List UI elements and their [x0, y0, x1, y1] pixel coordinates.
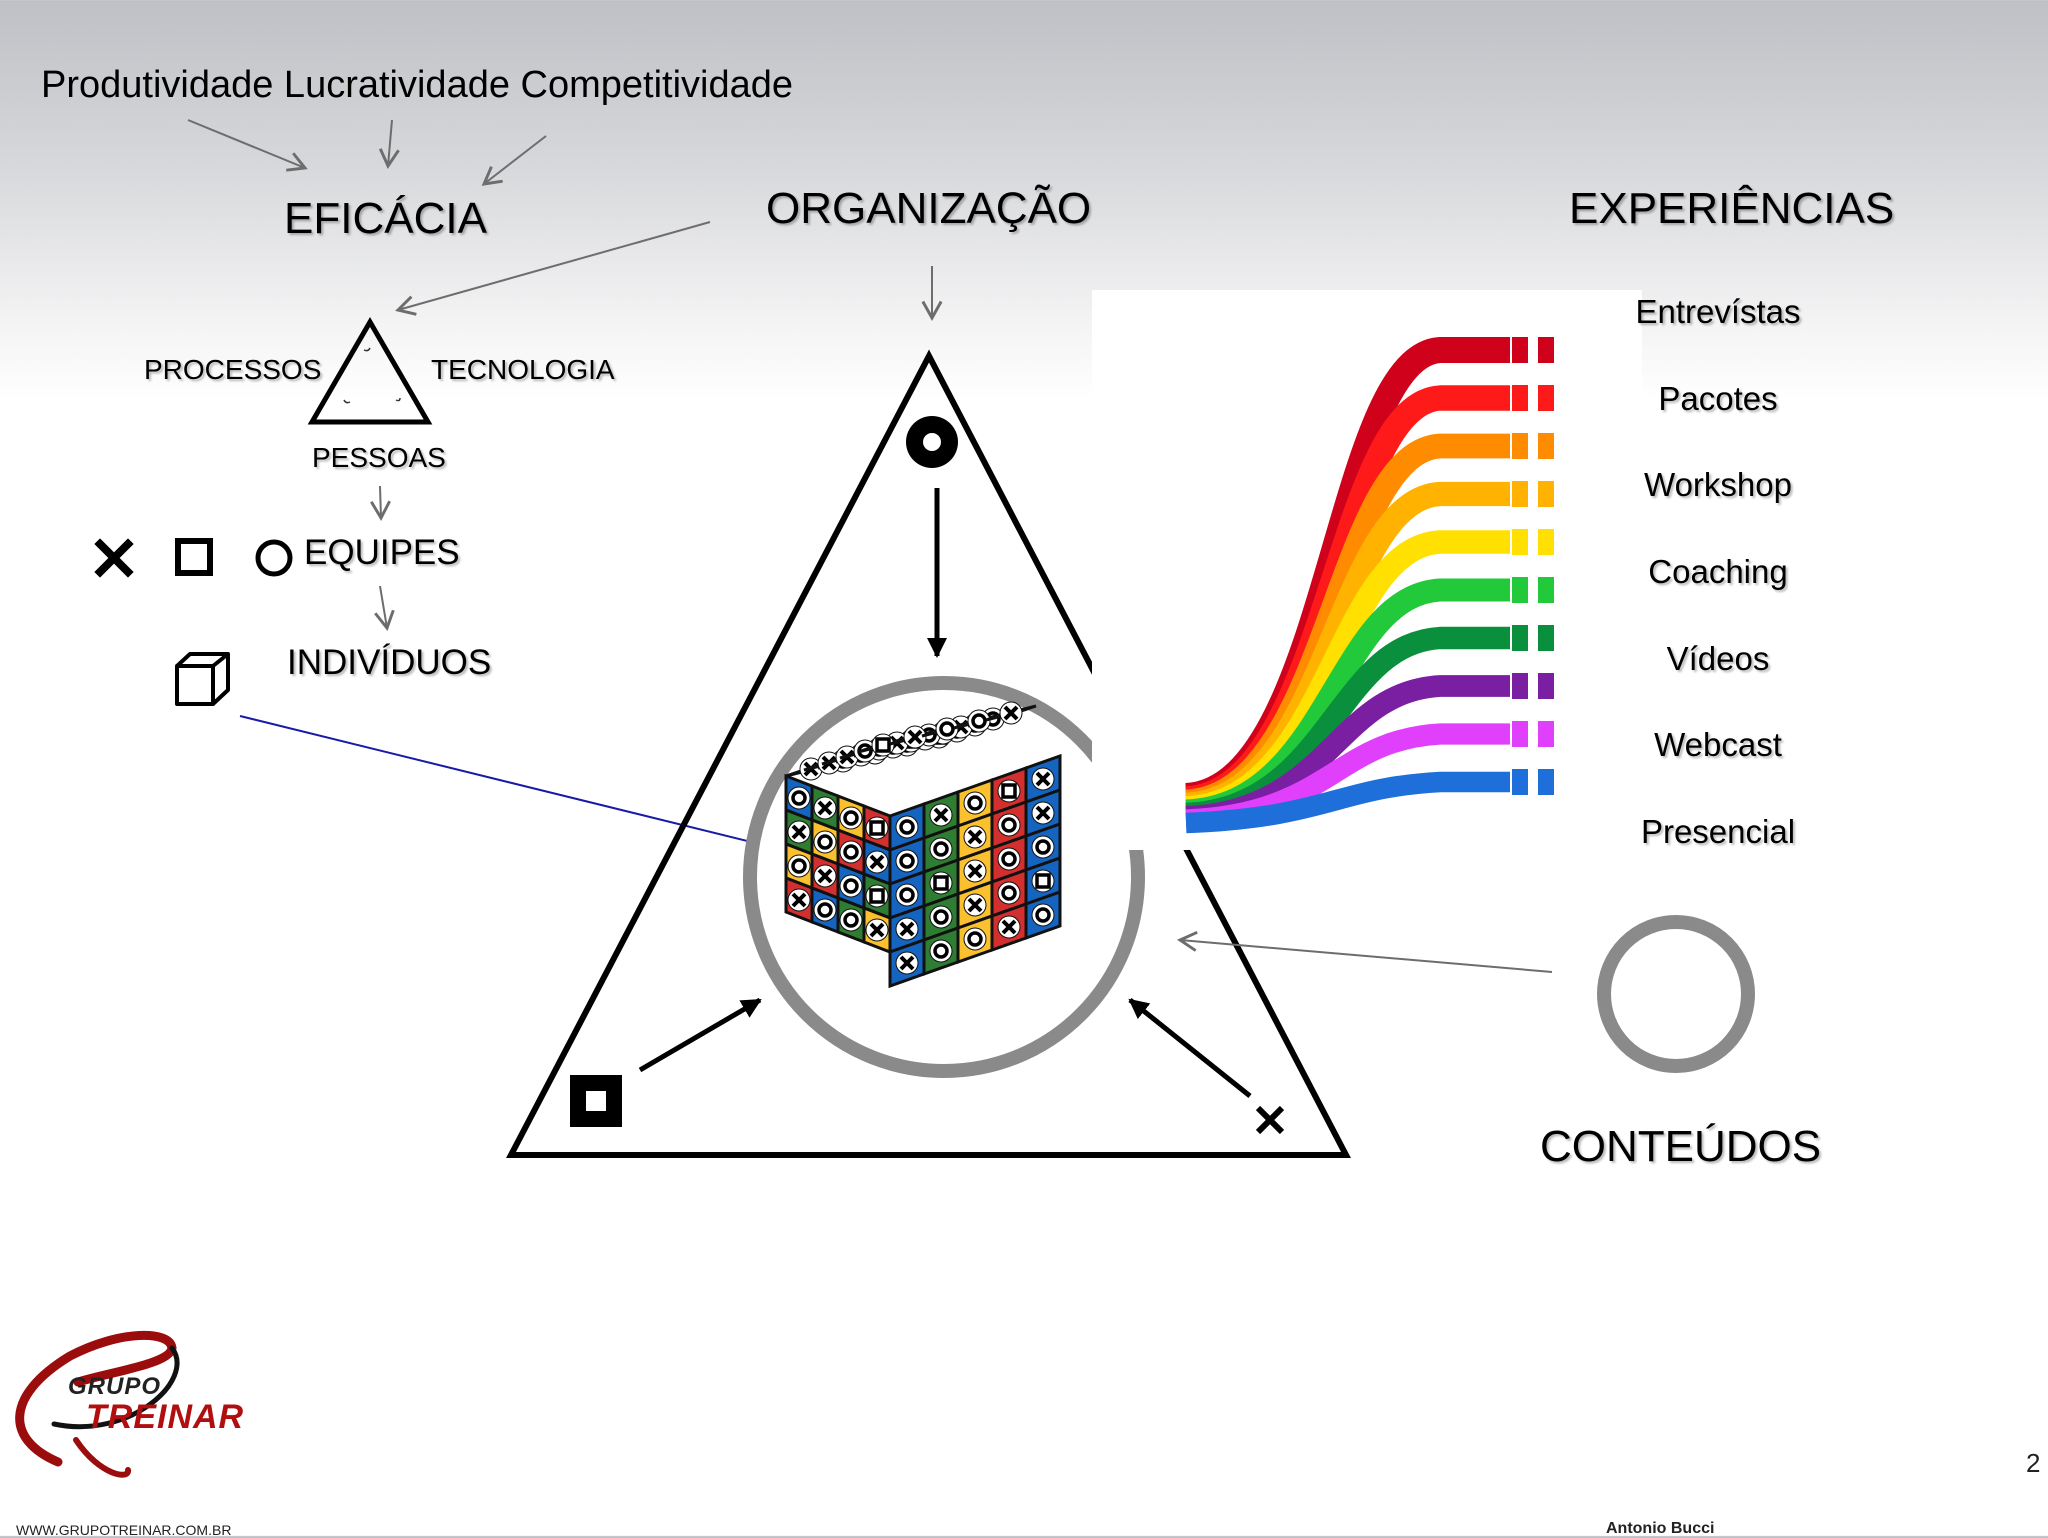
rainbow-block-a-1	[1512, 337, 1528, 363]
arrow-competitividade	[481, 135, 547, 186]
triangle-top-circle-icon	[906, 416, 958, 468]
triangle-bottom-left-square-icon	[570, 1075, 622, 1127]
rainbow-block-b-10	[1538, 769, 1554, 795]
cube-left-tile-1-3	[862, 837, 892, 887]
website-footer: WWW.GRUPOTREINAR.COM.BR	[16, 1522, 232, 1538]
rainbow-block-a-9	[1512, 721, 1528, 747]
cube-left-tile-2-3	[862, 871, 892, 921]
rainbow-block-b-6	[1538, 577, 1554, 603]
logo-treinar-text: TREINAR	[86, 1398, 245, 1436]
cube-right-tile-4-1	[922, 925, 960, 977]
experience-workshop: Workshop	[1644, 466, 1792, 503]
rainbow-band-10	[1185, 771, 1510, 834]
cube-right-tile-0-3	[990, 765, 1028, 817]
top-goals-text: Produtividade Lucratividade Competitivid…	[41, 64, 794, 106]
cube-right-tile-2-4	[1024, 821, 1062, 873]
rainbow-block-b-4	[1538, 481, 1554, 507]
triangle-bottom-right-x-icon	[1255, 1105, 1285, 1135]
rainbow-block-a-7	[1512, 625, 1528, 651]
experience-videos: Vídeos	[1666, 640, 1770, 677]
experience-entrevistas: Entrevístas	[1635, 293, 1801, 330]
experience-pacotes: Pacotes	[1658, 380, 1778, 417]
cube-right-tile-3-1	[922, 891, 960, 943]
author-footer: Antonio Bucci	[1606, 1520, 1715, 1537]
rainbow-block-b-7	[1538, 625, 1554, 651]
cube-left-tile-1-2	[836, 827, 866, 877]
small-triangle	[307, 317, 433, 425]
processos-label: PROCESSOS	[144, 354, 322, 385]
cube-right-tile-0-4	[1024, 753, 1062, 805]
arrow-conteudos	[1176, 930, 1553, 973]
cube-left-tile-0-0	[784, 773, 814, 823]
arrow-produtividade	[187, 119, 308, 172]
rainbow-block-a-5	[1512, 529, 1528, 555]
arrow-organizacao-to-triangle	[395, 221, 711, 316]
arrow-right-to-center	[1128, 998, 1252, 1098]
square-icon	[175, 538, 213, 576]
rainbow-block-b-3	[1538, 433, 1554, 459]
rainbow-block-b-8	[1538, 673, 1554, 699]
rainbow-block-a-6	[1512, 577, 1528, 603]
individuos-label: INDIVÍDUOS	[287, 643, 492, 682]
cube-right-tile-4-4	[1024, 889, 1062, 941]
cube-icon	[175, 652, 230, 706]
cube-right-tile-3-2	[956, 879, 994, 931]
experiencias-title: EXPERIÊNCIAS	[1569, 184, 1895, 233]
cube-right-tile-3-4	[1024, 855, 1062, 907]
rainbow-block-a-3	[1512, 433, 1528, 459]
arrow-left-to-center	[638, 997, 762, 1073]
small-triangle-tick	[343, 347, 401, 404]
cube-right-tile-1-1	[922, 823, 960, 875]
cube-right-tile-1-0	[888, 835, 926, 887]
cube-left-tile-3-0	[784, 875, 814, 925]
tecnologia-label: TECNOLOGIA	[431, 354, 615, 385]
organizacao-title: ORGANIZAÇÃO	[766, 184, 1092, 233]
equipes-label: EQUIPES	[304, 533, 460, 572]
rainbow-block-b-2	[1538, 385, 1554, 411]
experience-coaching: Coaching	[1648, 553, 1788, 590]
cube-right-tile-1-2	[956, 811, 994, 863]
cube-right-tile-2-2	[956, 845, 994, 897]
experience-presencial: Presencial	[1640, 813, 1796, 850]
pessoas-label: PESSOAS	[312, 442, 446, 473]
rainbow-block-b-5	[1538, 529, 1554, 555]
logo-grupo-text: GRUPO	[68, 1373, 162, 1400]
experience-webcast: Webcast	[1654, 726, 1782, 763]
cube-left-tile-0-2	[836, 793, 866, 843]
rainbow-block-b-1	[1538, 337, 1554, 363]
cube-right-tile-0-0	[888, 801, 926, 853]
circle-icon	[255, 539, 293, 577]
arrow-equipes-individuos	[374, 585, 395, 631]
page-number: 2	[2026, 1448, 2041, 1478]
puzzle-cube	[784, 701, 1062, 989]
conteudos-title: CONTEÚDOS	[1540, 1122, 1822, 1171]
rainbow-block-a-2	[1512, 385, 1528, 411]
arrow-pessoas-equipes	[370, 485, 391, 522]
cube-top-tile-4-4	[985, 701, 1037, 725]
cube-right-tile-2-1	[922, 857, 960, 909]
x-icon	[94, 538, 134, 578]
rainbow-graphic	[1184, 337, 1554, 834]
rainbow-block-a-10	[1512, 769, 1528, 795]
cube-right-tile-1-3	[990, 799, 1028, 851]
grupo-treinar-logo	[15, 1330, 180, 1478]
rainbow-block-a-8	[1512, 673, 1528, 699]
cube-right-tile-2-3	[990, 833, 1028, 885]
rainbow-block-b-9	[1538, 721, 1554, 747]
conteudos-ring	[1597, 915, 1755, 1073]
cube-right-tile-0-2	[956, 777, 994, 829]
arrow-lucratividade	[378, 119, 400, 170]
rainbow-block-a-4	[1512, 481, 1528, 507]
eficacia-title: EFICÁCIA	[284, 194, 487, 243]
cube-right-tile-4-3	[990, 901, 1028, 953]
